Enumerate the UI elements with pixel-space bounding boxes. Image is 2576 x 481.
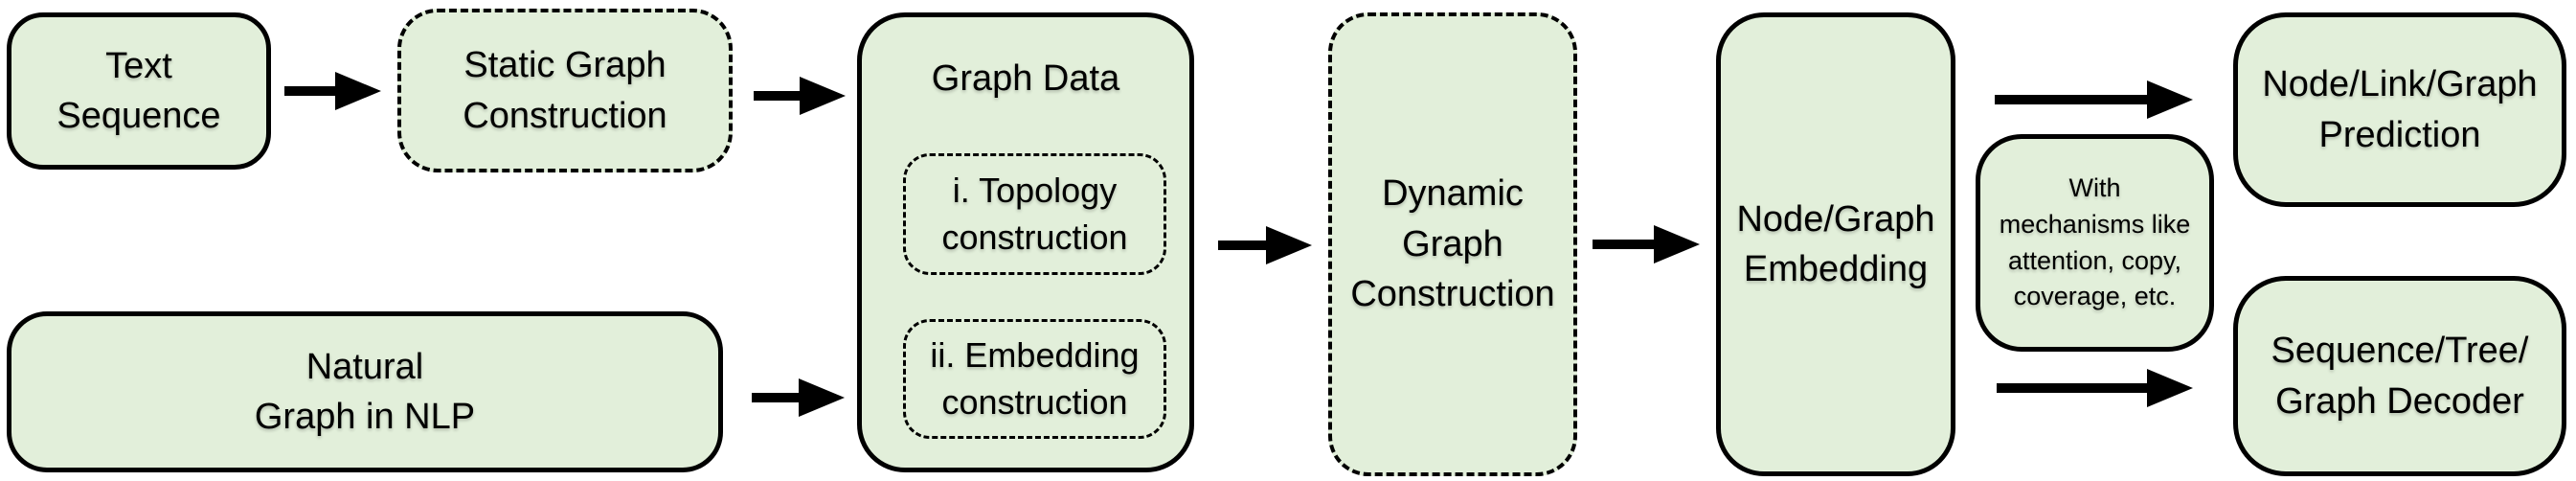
node-node-link-graph-prediction: Node/Link/Graph Prediction xyxy=(2233,12,2566,207)
node-with-mechanisms: With mechanisms like attention, copy, co… xyxy=(1976,134,2214,352)
arrowhead-right-icon xyxy=(2147,369,2193,407)
arrowhead-right-icon xyxy=(1266,226,1312,264)
arrow-shaft xyxy=(1995,95,2147,104)
node-dynamic-graph-construction: Dynamic Graph Construction xyxy=(1328,12,1577,476)
arrow-shaft xyxy=(284,86,335,96)
node-text-sequence-label: Text Sequence xyxy=(56,45,221,136)
arrow-shaft xyxy=(754,91,800,101)
node-node-graph-embedding-label: Node/Graph Embedding xyxy=(1736,198,1935,289)
node-graph-data: Graph Data i. Topology construction ii. … xyxy=(857,12,1194,472)
arrowhead-right-icon xyxy=(800,77,846,115)
arrowhead-right-icon xyxy=(2147,80,2193,119)
node-sequence-tree-graph-decoder-label: Sequence/Tree/ Graph Decoder xyxy=(2271,331,2529,422)
node-graph-data-title: Graph Data xyxy=(931,58,1120,99)
arrow-shaft xyxy=(752,393,799,402)
node-sequence-tree-graph-decoder: Sequence/Tree/ Graph Decoder xyxy=(2233,276,2566,476)
arrow-node-graph-embedding-to-node-link-graph-prediction xyxy=(1995,80,2193,119)
node-embedding-construction-label: ii. Embedding construction xyxy=(930,334,1140,422)
node-embedding-construction: ii. Embedding construction xyxy=(903,319,1166,439)
arrow-text-sequence-to-static-graph-construction xyxy=(284,72,381,110)
node-dynamic-graph-construction-label: Dynamic Graph Construction xyxy=(1350,173,1555,315)
node-node-link-graph-prediction-label: Node/Link/Graph Prediction xyxy=(2262,64,2538,155)
node-node-graph-embedding: Node/Graph Embedding xyxy=(1716,12,1955,476)
arrow-shaft xyxy=(1997,383,2147,393)
arrow-graph-data-to-dynamic-graph-construction xyxy=(1218,226,1312,264)
arrowhead-right-icon xyxy=(799,378,845,417)
arrow-natural-graph-in-nlp-to-graph-data xyxy=(752,378,845,417)
node-natural-graph-in-nlp: Natural Graph in NLP xyxy=(7,311,723,472)
node-text-sequence: Text Sequence xyxy=(7,12,271,170)
node-natural-graph-in-nlp-label: Natural Graph in NLP xyxy=(254,346,476,437)
arrowhead-right-icon xyxy=(1654,225,1700,263)
arrow-node-graph-embedding-to-sequence-tree-graph-decoder xyxy=(1997,369,2193,407)
arrow-static-graph-construction-to-graph-data xyxy=(754,77,846,115)
node-static-graph-construction: Static Graph Construction xyxy=(397,9,733,172)
node-with-mechanisms-label: With mechanisms like attention, copy, co… xyxy=(1999,172,2191,311)
node-static-graph-construction-label: Static Graph Construction xyxy=(463,45,667,136)
arrow-shaft xyxy=(1218,240,1266,250)
arrow-shaft xyxy=(1593,240,1654,249)
arrowhead-right-icon xyxy=(335,72,381,110)
arrow-dynamic-graph-construction-to-node-graph-embedding xyxy=(1593,225,1700,263)
node-topology-construction-label: i. Topology construction xyxy=(941,170,1128,257)
node-topology-construction: i. Topology construction xyxy=(903,153,1166,275)
